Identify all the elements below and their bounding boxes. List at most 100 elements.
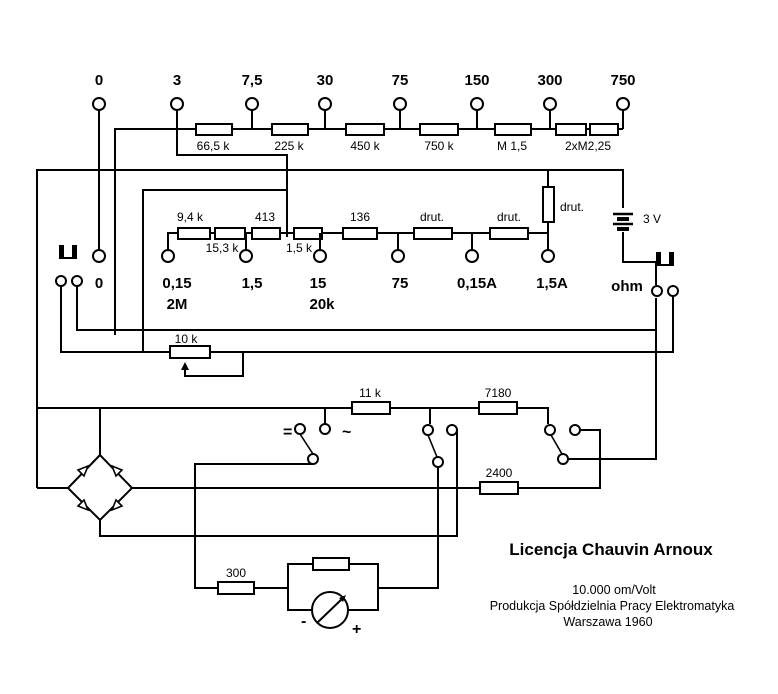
terminal-socket[interactable] (393, 97, 407, 111)
top-terminal-label: 150 (464, 72, 489, 89)
resistor-136 (342, 227, 378, 240)
switch-contact[interactable] (569, 424, 581, 436)
resistor-9k4 (177, 227, 211, 240)
top-terminal-label: 3 (173, 72, 181, 89)
resistor-label: drut. (497, 210, 521, 224)
switch-contact[interactable] (544, 424, 556, 436)
meter-minus: - (301, 613, 306, 630)
mid-terminal-label: 0,15 (162, 275, 191, 292)
terminal-socket[interactable] (541, 249, 555, 263)
sensitivity: 10.000 om/Volt (572, 583, 656, 597)
meter-plus: + (352, 621, 361, 638)
wiper-arrow-icon (181, 362, 189, 370)
resistor-label: 2400 (486, 466, 513, 480)
terminal-socket[interactable] (170, 97, 184, 111)
resistor-label: 300 (226, 566, 246, 580)
resistor-label: 2xM2,25 (565, 139, 611, 153)
resistor-label: 450 k (350, 139, 380, 153)
battery-label: 3 V (643, 212, 661, 226)
resistor-label: 9,4 k (177, 210, 204, 224)
terminal-socket[interactable] (543, 97, 557, 111)
resistor-label: M 1,5 (497, 139, 527, 153)
mid-terminal-label: 2M (167, 296, 188, 313)
manufacturer: Produkcja Spółdzielnia Pracy Elektromaty… (490, 599, 735, 613)
terminal-socket[interactable] (313, 249, 327, 263)
resistor-15k3 (214, 227, 246, 240)
switch-pivot[interactable] (557, 453, 569, 465)
resistor-label: 136 (350, 210, 370, 224)
terminal-socket[interactable] (239, 249, 253, 263)
resistor-11k (351, 401, 391, 415)
resistor-66k5 (195, 123, 233, 136)
resistor-label: drut. (420, 210, 444, 224)
pot-label: 10 k (175, 332, 199, 346)
probe-socket[interactable] (651, 285, 663, 297)
terminal-socket[interactable] (245, 97, 259, 111)
resistor-M1-5 (494, 123, 532, 136)
potentiometer-10k: 10 k (142, 250, 244, 377)
terminal-socket[interactable] (318, 97, 332, 111)
title: Licencja Chauvin Arnoux (509, 540, 713, 559)
resistor-label: 66,5 k (197, 139, 231, 153)
resistor-meter-shunt (312, 557, 350, 571)
diode-icon (76, 464, 124, 512)
probe-socket[interactable] (667, 285, 679, 297)
terminal-socket[interactable] (161, 249, 175, 263)
resistor-2xM2-25-b (589, 123, 619, 136)
terminal-socket[interactable] (616, 97, 630, 111)
terminal-socket[interactable] (92, 249, 106, 263)
resistor-label: 750 k (424, 139, 454, 153)
rectifier-section: = ~ 11 k 7180 2400 (37, 298, 657, 589)
resistor-300 (217, 581, 255, 595)
mid-terminal-label: 1,5A (536, 275, 568, 292)
mid-terminal-label: 15 (310, 275, 327, 292)
resistor-2400 (479, 481, 519, 495)
resistor-450k (345, 123, 385, 136)
mid-terminal-label: 20k (309, 296, 335, 313)
mid-terminal-label: 75 (392, 275, 409, 292)
top-terminal-label: 0 (95, 72, 103, 89)
resistor-drut-1 (413, 227, 453, 240)
switch-contact[interactable] (294, 423, 306, 435)
probe-socket[interactable] (55, 275, 67, 287)
resistor-label: 7180 (485, 386, 512, 400)
terminal-socket[interactable] (92, 97, 106, 111)
resistor-label: 413 (255, 210, 275, 224)
top-terminal-label: 7,5 (242, 72, 263, 89)
ac-symbol: ~ (342, 424, 351, 441)
resistor-drut-vertical (542, 186, 555, 223)
battery-icon (613, 212, 633, 231)
resistor-750k (419, 123, 459, 136)
resistor-225k (271, 123, 309, 136)
terminal-socket[interactable] (470, 97, 484, 111)
resistor-label: 15,3 k (206, 241, 240, 255)
terminal-socket[interactable] (391, 249, 405, 263)
top-terminal-label: 30 (317, 72, 334, 89)
place-year: Warszawa 1960 (563, 615, 652, 629)
resistor-7180 (478, 401, 518, 415)
resistor-1k5 (293, 227, 323, 240)
resistor-drut-2 (489, 227, 529, 240)
probe-pin-icon (656, 252, 661, 266)
switch-pivot[interactable] (432, 456, 444, 468)
switch-contact[interactable] (319, 423, 331, 435)
probe-pin-icon (669, 252, 674, 266)
resistor-413 (251, 227, 281, 240)
mid-terminal-label: 1,5 (242, 275, 263, 292)
mid-terminal-label: 0 (95, 275, 103, 292)
top-terminal-label: 75 (392, 72, 409, 89)
switch-contact[interactable] (422, 424, 434, 436)
top-terminal-label: 300 (537, 72, 562, 89)
switch-pivot[interactable] (307, 453, 319, 465)
resistor-label: 225 k (274, 139, 304, 153)
dc-symbol: = (283, 424, 292, 441)
meter-section: 300 - + (217, 557, 379, 638)
mid-terminal-label: ohm (611, 278, 643, 295)
resistor-2xM2-25-a (555, 123, 587, 136)
top-terminal-label: 750 (610, 72, 635, 89)
switch-contact[interactable] (446, 424, 458, 436)
resistor-label: drut. (560, 200, 584, 214)
probe-socket[interactable] (71, 275, 83, 287)
terminal-socket[interactable] (465, 249, 479, 263)
probe-pin-icon (72, 245, 77, 259)
